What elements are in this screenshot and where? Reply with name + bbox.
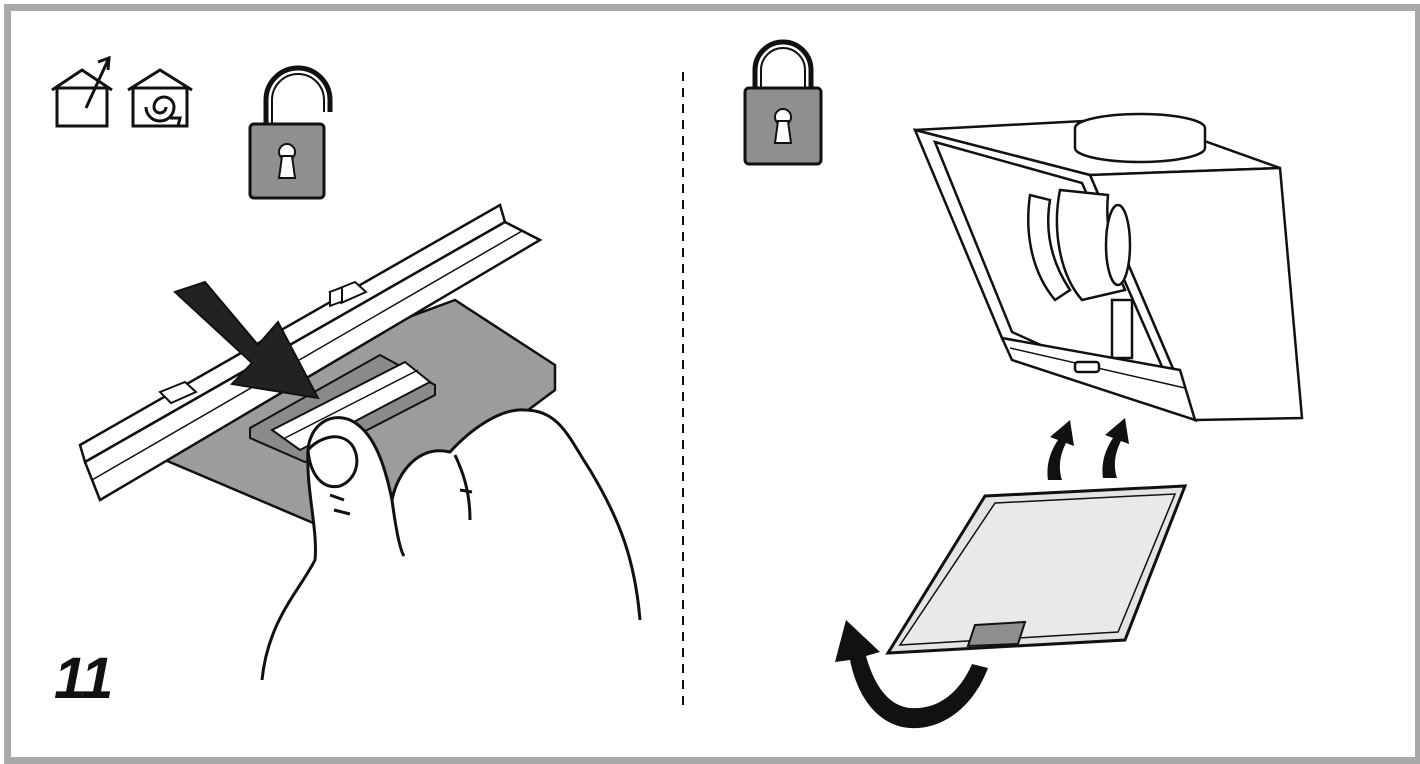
hood-underside-panel [78,203,642,681]
curved-swing-arrow-icon [835,620,988,729]
house-with-recirculation-spiral-icon [127,68,193,128]
upward-arrow-icon [1047,420,1074,480]
hood-body [912,112,1304,423]
hand-illustration [260,408,642,681]
house-with-outlet-arrow-icon [51,55,113,128]
open-padlock-icon [248,65,333,200]
push-arrow-icon [173,280,320,400]
upward-arrow-icon [1102,418,1129,478]
rail-clip [158,380,198,405]
grease-filter [885,484,1188,655]
closed-padlock-icon [743,39,823,166]
rail-clip [328,280,368,308]
step-number: 11 [54,646,113,711]
